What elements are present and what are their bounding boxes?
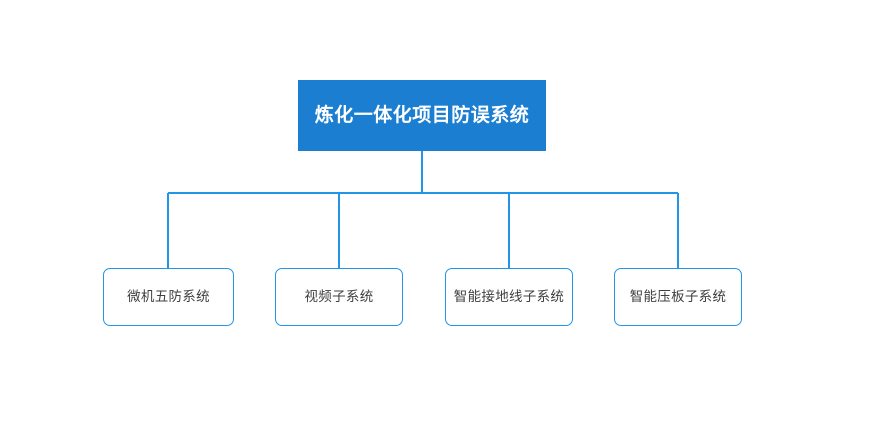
child-node-3-label: 智能接地线子系统 xyxy=(453,288,565,305)
child-node-4[interactable]: 智能压板子系统 xyxy=(614,268,742,326)
child-node-3[interactable]: 智能接地线子系统 xyxy=(445,268,573,326)
child-node-1[interactable]: 微机五防系统 xyxy=(103,268,234,326)
child-node-4-label: 智能压板子系统 xyxy=(629,288,727,305)
child-node-2-label: 视频子系统 xyxy=(304,288,374,305)
child-node-1-label: 微机五防系统 xyxy=(127,288,210,305)
child-node-2[interactable]: 视频子系统 xyxy=(275,268,403,326)
root-node[interactable]: 炼化一体化项目防误系统 xyxy=(298,80,546,151)
root-node-label: 炼化一体化项目防误系统 xyxy=(314,104,530,127)
